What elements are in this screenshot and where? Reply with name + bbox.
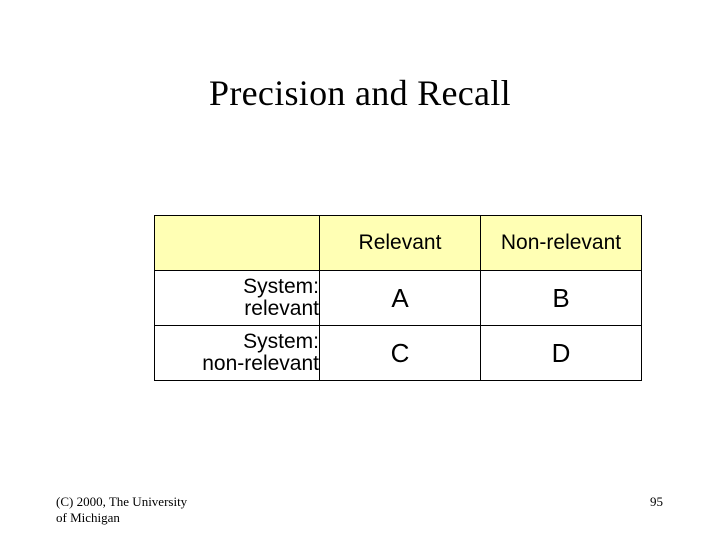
footer-copyright-line-1: (C) 2000, The University (56, 494, 188, 509)
cell-a: A (319, 270, 481, 326)
page-number: 95 (650, 494, 663, 509)
cell-d: D (480, 325, 642, 381)
table-row: System: relevant A B (154, 270, 642, 326)
row-label-system-non-relevant: System: non-relevant (154, 325, 320, 381)
matrix-table: Relevant Non-relevant System: relevant A… (154, 215, 642, 381)
footer-copyright: (C) 2000, The University of Michigan (56, 494, 356, 527)
row-label-line-1: System: (243, 329, 319, 353)
cell-c: C (319, 325, 481, 381)
header-cell-relevant: Relevant (319, 215, 481, 271)
footer-copyright-line-2: of Michigan (56, 510, 120, 526)
header-cell-non-relevant: Non-relevant (480, 215, 642, 271)
cell-b: B (480, 270, 642, 326)
header-cell-blank (154, 215, 320, 271)
table-row: System: non-relevant C D (154, 325, 642, 381)
row-label-system-relevant: System: relevant (154, 270, 320, 326)
page-title: Precision and Recall (209, 73, 511, 113)
table-header-row: Relevant Non-relevant (154, 215, 642, 271)
row-label-line-1: System: (243, 274, 319, 298)
row-label-line-2: relevant (244, 297, 319, 320)
precision-recall-table: Relevant Non-relevant System: relevant A… (154, 215, 642, 381)
row-label-line-2: non-relevant (202, 352, 319, 375)
